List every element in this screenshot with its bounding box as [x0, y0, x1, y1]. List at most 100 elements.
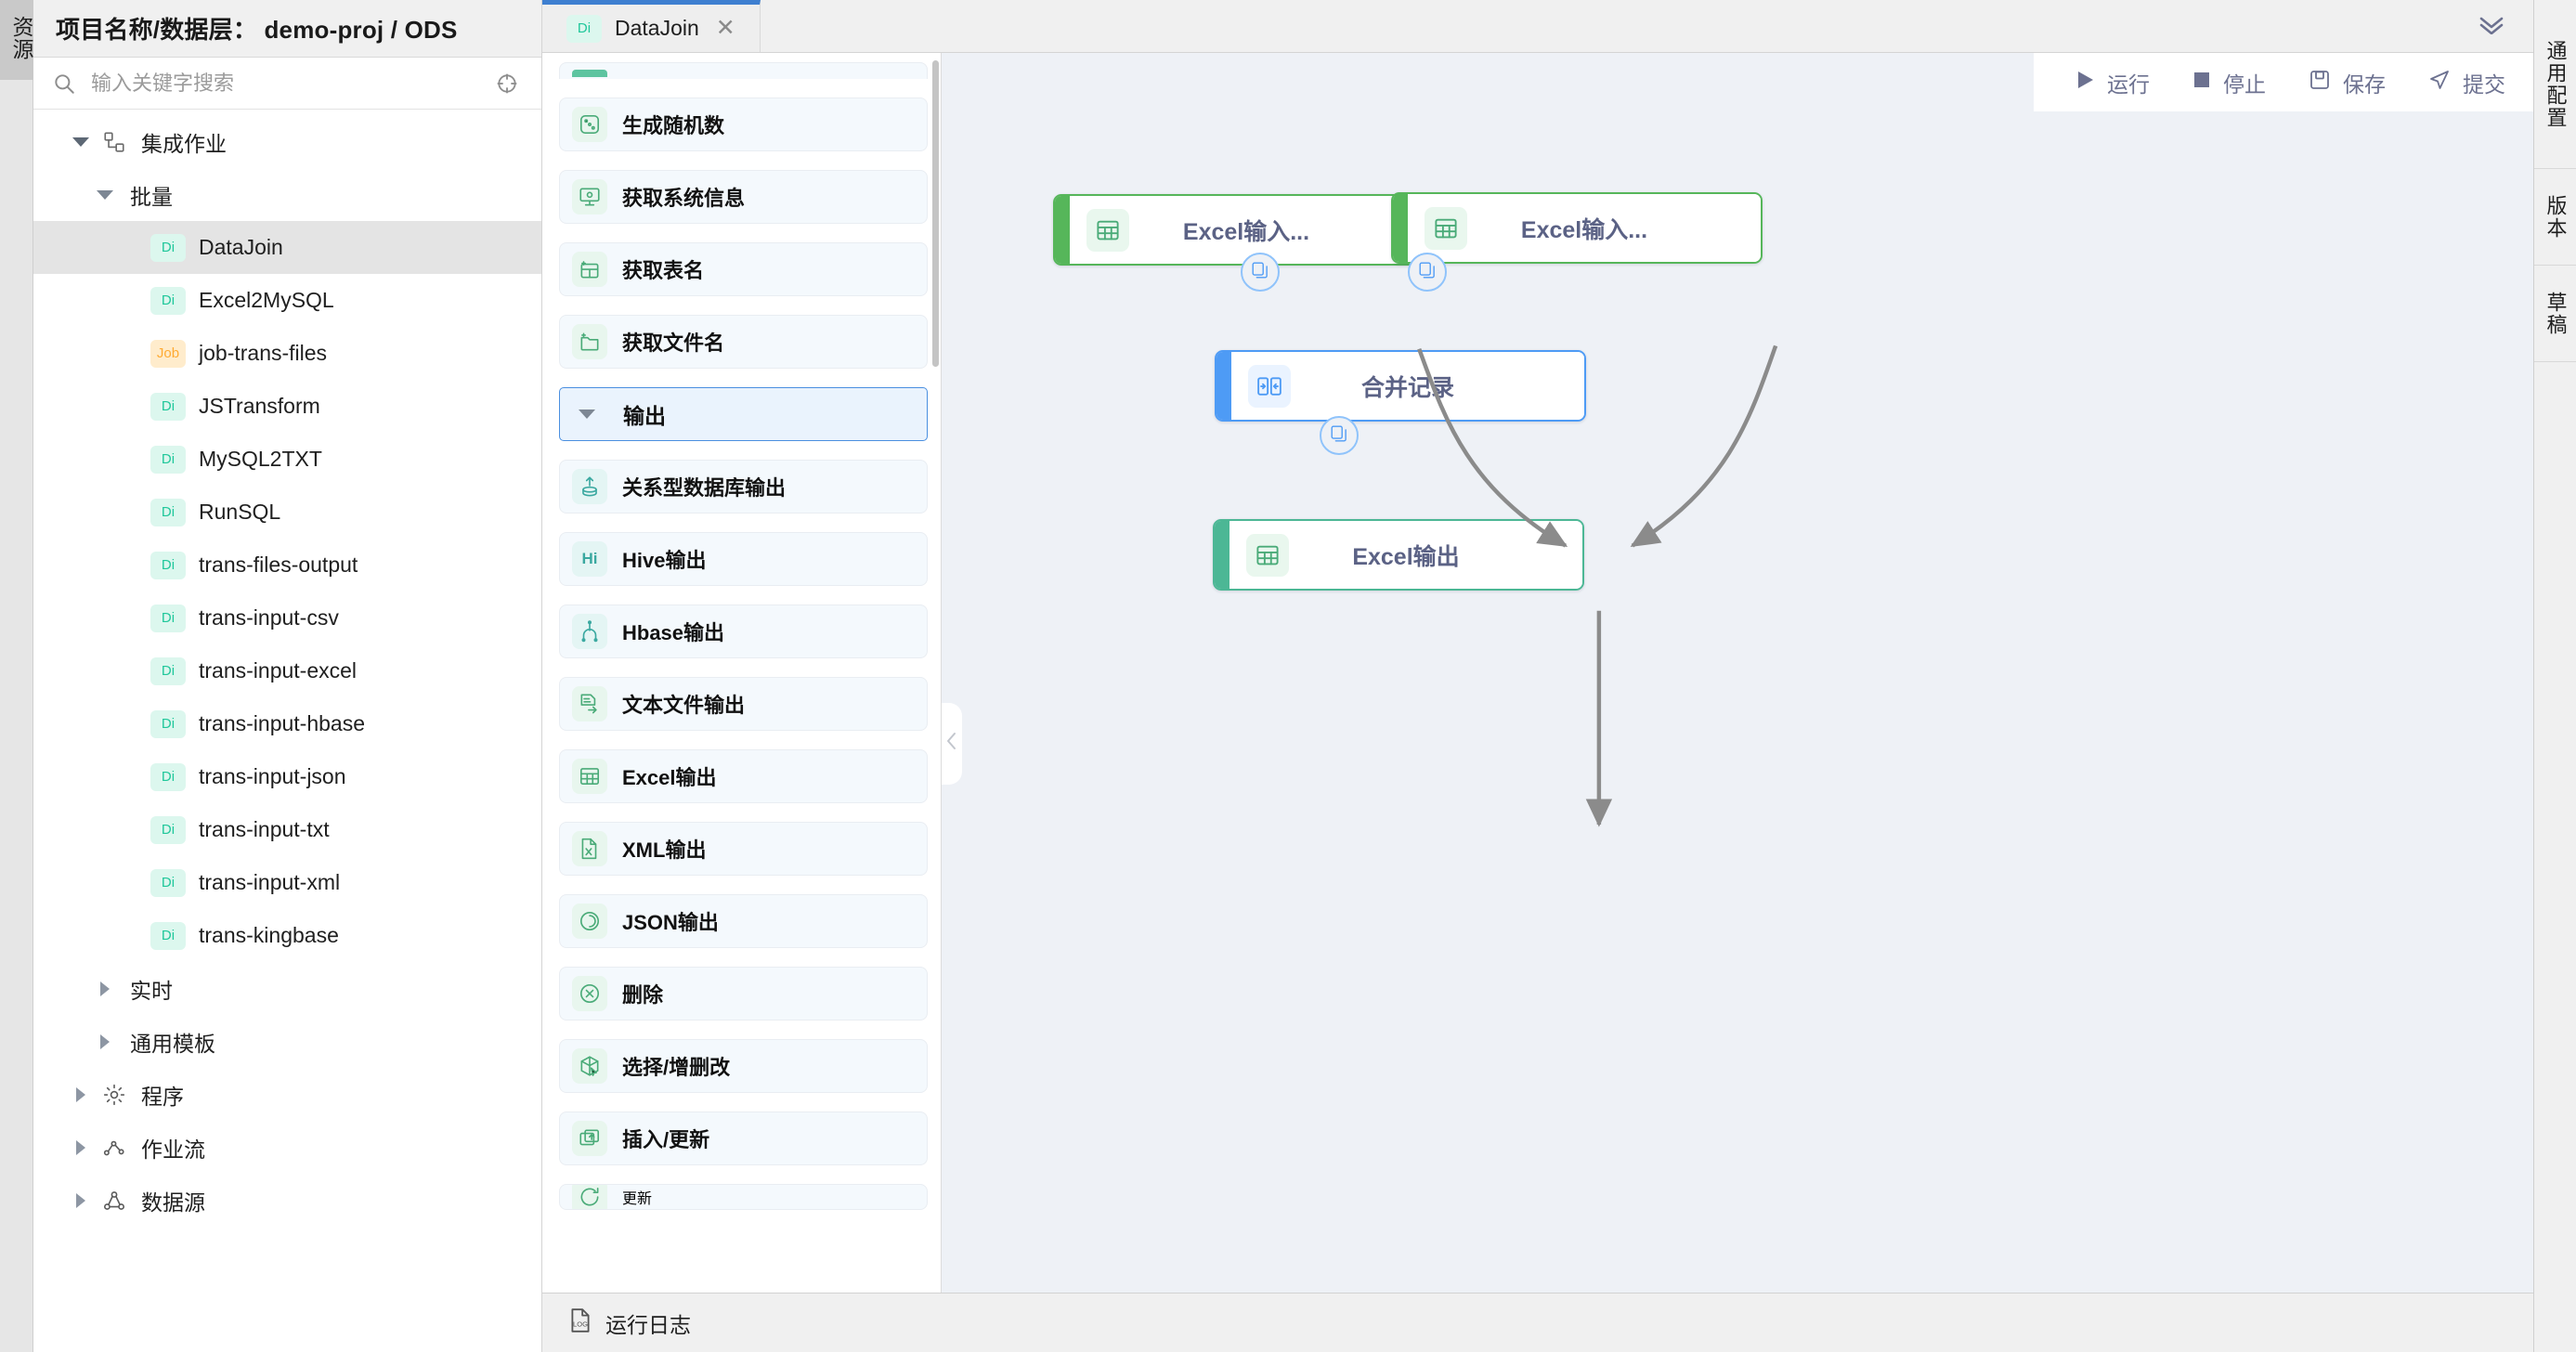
right-tab-version[interactable]: 版本	[2534, 169, 2576, 266]
palette-item-删除[interactable]: 删除	[559, 967, 928, 1020]
close-icon[interactable]: ✕	[715, 15, 735, 41]
editor-tabbar: Di DataJoin ✕	[542, 0, 2533, 53]
log-icon: LOG	[568, 1307, 592, 1338]
palette-item-JSON输出[interactable]: JSON输出	[559, 894, 928, 948]
chevron-right-icon[interactable]	[93, 981, 117, 996]
edge-badge-copy-icon[interactable]	[1241, 253, 1280, 292]
palette-item-label: Hbase输出	[622, 621, 725, 644]
stop-button[interactable]: 停止	[2192, 67, 2266, 98]
tree-item-数据源[interactable]: 数据源	[33, 1174, 541, 1227]
action-toolbar: 运行 停止 保存	[2034, 53, 2533, 111]
run-log-bar[interactable]: LOG 运行日志	[542, 1293, 2533, 1352]
palette-item-更新[interactable]: 更新	[559, 1184, 928, 1210]
datasource-icon	[100, 1187, 128, 1215]
tree-item-badge: Di	[150, 815, 186, 844]
palette-item-label: 更新	[622, 1191, 653, 1207]
submit-button[interactable]: 提交	[2428, 67, 2505, 98]
palette-item-插入/更新[interactable]: 插入/更新	[559, 1112, 928, 1165]
tree-item-批量[interactable]: 批量	[33, 168, 541, 221]
refresh-icon	[572, 1185, 607, 1209]
chevron-right-icon[interactable]	[93, 1034, 117, 1049]
tree-item-MySQL2TXT[interactable]: Di MySQL2TXT	[33, 433, 541, 486]
hbase-icon	[572, 614, 607, 649]
gear-icon	[100, 1081, 128, 1109]
folder-plus-icon	[572, 324, 607, 359]
palette-item-关系型数据库输出[interactable]: 关系型数据库输出	[559, 460, 928, 514]
node-accent-bar	[1216, 352, 1231, 420]
tree-item-label: 通用模板	[130, 1031, 215, 1056]
palette-item-文本文件输出[interactable]: 文本文件输出	[559, 677, 928, 731]
tree-item-作业流[interactable]: 作业流	[33, 1121, 541, 1174]
tree-item-通用模板[interactable]: 通用模板	[33, 1015, 541, 1068]
tree-item-label: 批量	[130, 184, 173, 209]
tree-item-label: 程序	[141, 1084, 184, 1109]
palette-item-label: 生成随机数	[622, 114, 725, 137]
right-tab-general-config[interactable]: 通用配置	[2534, 0, 2576, 169]
palette-item-获取表名[interactable]: 获取表名	[559, 242, 928, 296]
chevron-right-icon[interactable]	[69, 1192, 93, 1208]
tree-item-trans-input-csv[interactable]: Di trans-input-csv	[33, 592, 541, 644]
workflow-icon	[100, 1134, 128, 1162]
edge-badge-copy-icon[interactable]	[1408, 253, 1447, 292]
chevron-down-icon[interactable]	[69, 136, 93, 147]
tree-item-label: trans-input-csv	[199, 605, 339, 630]
tree-item-badge: Di	[150, 604, 186, 632]
palette-item-partial-top[interactable]	[559, 62, 928, 79]
run-button[interactable]: 运行	[2075, 67, 2150, 98]
tabbar-right	[2476, 0, 2533, 52]
tree-item-程序[interactable]: 程序	[33, 1068, 541, 1121]
palette-item-获取文件名[interactable]: 获取文件名	[559, 315, 928, 369]
left-rail-tab-resources[interactable]: 资源	[0, 0, 33, 80]
chevron-double-down-icon[interactable]	[2476, 13, 2507, 39]
palette-collapse-handle[interactable]	[942, 703, 962, 785]
palette-item-获取系统信息[interactable]: 获取系统信息	[559, 170, 928, 224]
flow-node-Excel输入[interactable]: Excel输入...	[1391, 192, 1763, 264]
palette-item-label: 获取表名	[622, 259, 705, 282]
tree-item-集成作业[interactable]: 集成作业	[33, 115, 541, 168]
tree-item-badge: Di	[150, 445, 186, 474]
chevron-right-icon[interactable]	[69, 1139, 93, 1155]
tab-datajoin[interactable]: Di DataJoin ✕	[542, 0, 761, 52]
palette-scrollbar[interactable]	[932, 60, 939, 367]
right-tab-draft[interactable]: 草稿	[2534, 266, 2576, 362]
tree-item-实时[interactable]: 实时	[33, 962, 541, 1015]
chevron-down-icon[interactable]	[93, 189, 117, 200]
tree-item-label: 实时	[130, 978, 173, 1003]
save-button[interactable]: 保存	[2309, 67, 2386, 98]
table-plus-icon	[572, 252, 607, 287]
edge-badge-copy-icon[interactable]	[1320, 416, 1359, 455]
palette-item-label: 获取系统信息	[622, 187, 746, 210]
palette-item-Hbase输出[interactable]: Hbase输出	[559, 604, 928, 658]
chevron-right-icon[interactable]	[69, 1086, 93, 1102]
palette-item-XML输出[interactable]: XML输出	[559, 822, 928, 876]
palette-item-label: 选择/增删改	[622, 1056, 731, 1079]
sidebar-search-bar[interactable]	[33, 58, 541, 110]
search-icon	[50, 70, 78, 98]
palette-section-输出[interactable]: 输出	[559, 387, 928, 441]
palette-item-生成随机数[interactable]: 生成随机数	[559, 98, 928, 151]
target-icon[interactable]	[493, 70, 521, 98]
chevron-left-icon	[945, 731, 958, 757]
tree-item-label: 作业流	[141, 1137, 205, 1162]
search-input[interactable]	[91, 71, 480, 96]
tree-item-label: MySQL2TXT	[199, 447, 322, 471]
palette-item-Excel输出[interactable]: Excel输出	[559, 749, 928, 803]
palette-item-选择/增删改[interactable]: 选择/增删改	[559, 1039, 928, 1093]
palette-item-label: Excel输出	[622, 766, 717, 789]
